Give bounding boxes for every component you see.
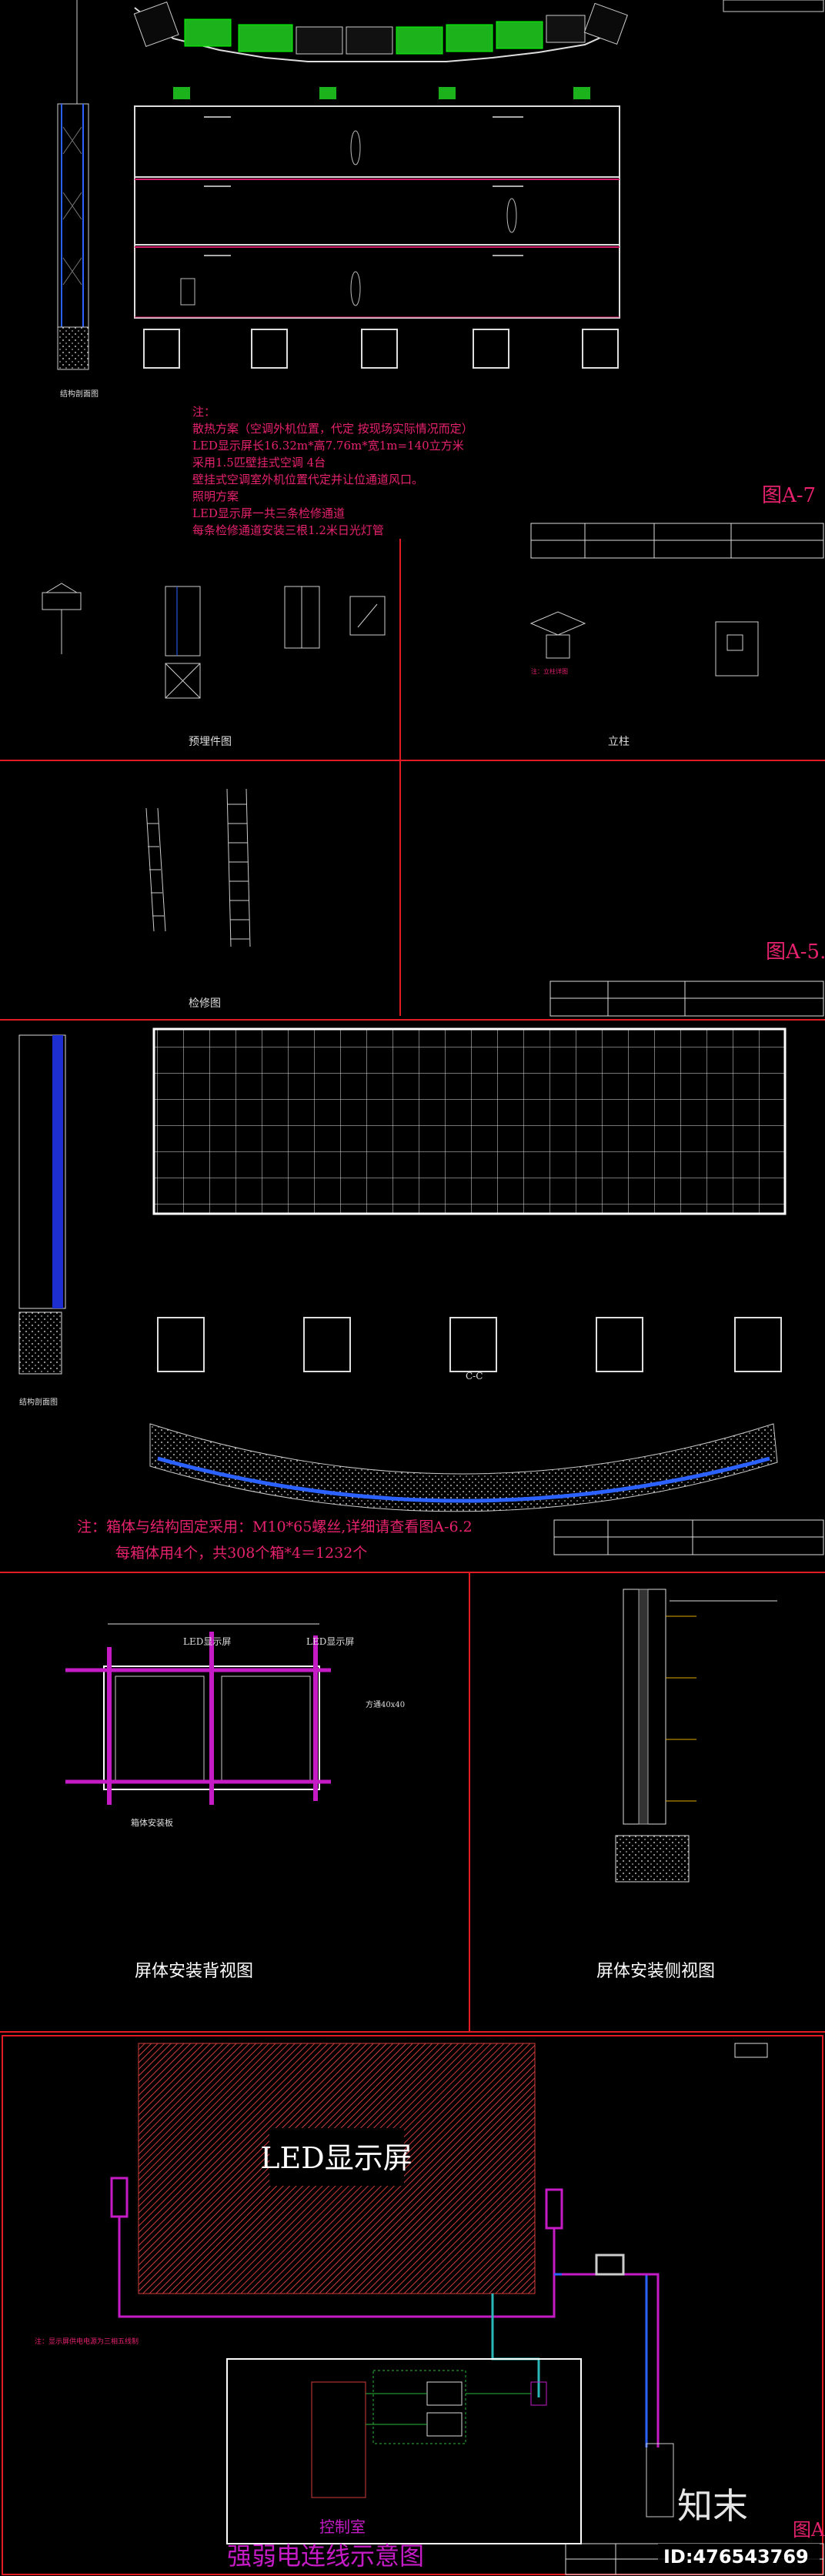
label-side-view: 屏体安装侧视图 [596,1962,715,1981]
top-curved-screen [133,2,628,62]
back-view-led-left: LED显示屏 [183,1636,231,1647]
title-block-a53 [549,981,824,1017]
notes1-line: 采用1.5匹壁挂式空调 4台 [192,456,326,469]
notes-block-2: 注：箱体与结构固定采用：M10*65螺丝,详细请查看图A-6.2 每箱体用4个，… [77,1519,473,1562]
embedded-parts-detail [42,583,386,699]
grid-footings [157,1317,782,1372]
back-view-led-right: LED显示屏 [306,1636,354,1647]
led-screen-label: LED显示屏 [260,2141,412,2175]
elevation-footings [143,329,619,369]
column-detail [529,611,759,677]
sheet-label-a7: 图A-7 [762,484,816,507]
column-caption: 结构剖面图 [60,389,99,399]
sheet-label-a53: 图A-5.3 [766,941,825,964]
section-border-2 [0,539,825,1021]
wiring-title: 强弱电连线示意图 [227,2541,424,2571]
notes1-line: 壁挂式空调室外机位置代定并让位通道风口。 [192,473,423,486]
label-back-view: 屏体安装背视图 [135,1962,253,1981]
watermark-id: ID:476543769 [663,2546,809,2568]
ladder-detail [145,788,251,947]
power-cabinet [646,2443,674,2518]
label-embedded-parts: 预埋件图 [189,736,232,748]
wiring-note: 注：显示屏供电电源为三相五线制 [35,2337,139,2346]
title-block-top [723,0,824,12]
notes1-heading: 注： [192,405,215,419]
watermark-logo: 知末 [677,2485,748,2527]
notes1-line: 散热方案（空调外机位置，代定 按现场实际情况而定） [192,422,473,436]
back-view-frame [65,1623,331,1805]
watermark: 知末 ID:476543769 [658,2485,820,2568]
section-border-4 [0,1572,825,2033]
notes1-line: 每条检修通道安装三根1.2米日光灯管 [192,523,384,537]
left-section-column [57,103,89,370]
label-column: 立柱 [608,736,630,748]
notes-block-1: 注： 散热方案（空调外机位置，代定 按现场实际情况而定） LED显示屏长16.3… [192,405,473,537]
led-screen-label-bg [269,2128,404,2186]
label-ladder: 检修图 [189,997,221,1010]
side-view-column [615,1589,777,1883]
control-room-label: 控制室 [319,2518,366,2536]
notes1-line: LED显示屏一共三条检修通道 [192,506,345,520]
grid-column-caption: 结构剖面图 [19,1397,58,1407]
column-note: 注：立柱详图 [531,667,568,675]
notes1-line: 照明方案 [192,489,239,503]
sheet-label-a8: 图A-8 [793,2519,825,2541]
label-cc: C-C [466,1371,483,1382]
notes2-line1: 注：箱体与结构固定采用：M10*65螺丝,详细请查看图A-6.2 [77,1519,473,1535]
screen-grid-elevation [152,1027,787,1215]
front-elevation [134,87,620,319]
title-block-a7 [530,523,824,559]
section-border-5 [2,2035,823,2575]
control-room [226,2358,582,2544]
grid-section-column [18,1034,66,1375]
notes1-line: LED显示屏长16.32m*高7.76m*宽1m=140立方米 [192,439,464,453]
curved-plan-view [149,1423,778,1512]
notes2-line2: 每箱体用4个，共308个箱*4＝1232个 [115,1545,367,1562]
title-tag-a8 [734,2043,768,2058]
title-block-a8-top [553,1519,824,1555]
back-view-plate: 箱体安装板 [131,1817,173,1828]
back-view-pipe: 方通40x40 [366,1699,405,1709]
